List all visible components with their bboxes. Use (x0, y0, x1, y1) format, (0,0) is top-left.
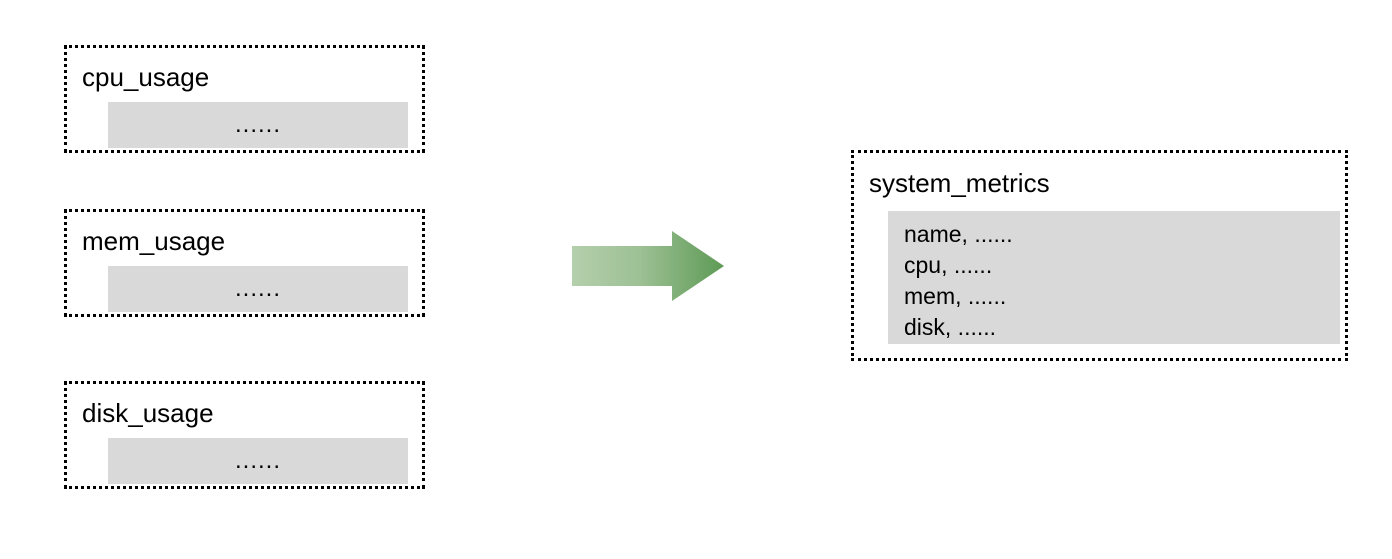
metric-row: name, ...... (904, 221, 1013, 247)
node-disk-usage[interactable]: disk_usage ...... (64, 381, 425, 489)
ellipsis-placeholder: ...... (234, 447, 281, 474)
node-mem-usage[interactable]: mem_usage ...... (64, 209, 425, 317)
metric-row: cpu, ...... (904, 252, 993, 278)
ellipsis-placeholder: ...... (234, 111, 281, 138)
node-body-cpu-usage: ...... (108, 102, 408, 148)
node-title-disk-usage: disk_usage (82, 398, 214, 428)
right-arrow-icon (572, 231, 724, 301)
node-title-system-metrics: system_metrics (869, 168, 1050, 198)
node-title-mem-usage: mem_usage (82, 226, 226, 256)
node-body-system-metrics: name, ...... cpu, ...... mem, ...... dis… (888, 211, 1340, 344)
node-system-metrics[interactable]: system_metrics name, ...... cpu, ...... … (851, 150, 1348, 361)
ellipsis-placeholder: ...... (234, 275, 281, 302)
node-body-mem-usage: ...... (108, 266, 408, 312)
node-body-disk-usage: ...... (108, 438, 408, 484)
metric-row: mem, ...... (904, 283, 1007, 309)
metric-row: disk, ...... (904, 314, 997, 340)
node-title-cpu-usage: cpu_usage (82, 62, 210, 92)
node-cpu-usage[interactable]: cpu_usage ...... (64, 45, 425, 153)
